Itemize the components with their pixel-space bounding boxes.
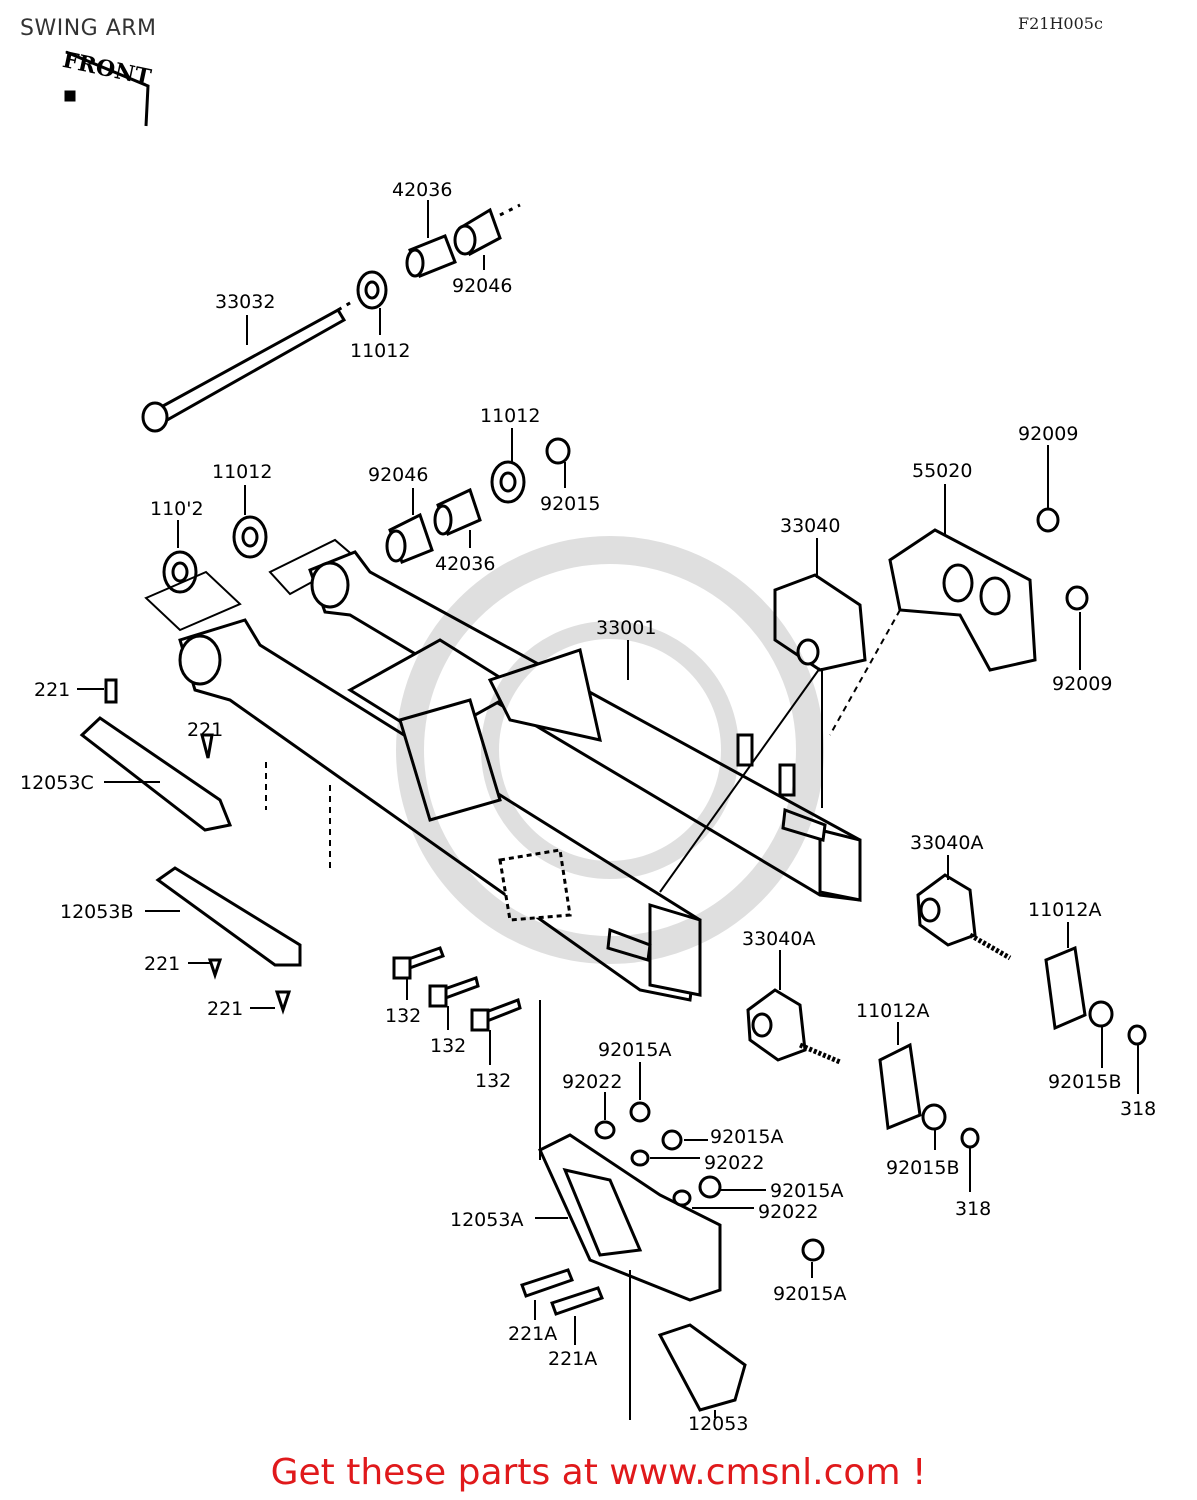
part-label: 92015B — [886, 1157, 959, 1179]
part-label: 92022 — [704, 1152, 764, 1174]
part-label: 221 — [34, 679, 70, 701]
part-label: 221A — [508, 1323, 557, 1345]
part-label: 92015 — [540, 493, 600, 515]
part-label: 221 — [144, 953, 180, 975]
part-label: 92015A — [598, 1039, 671, 1061]
part-label: 33040 — [780, 515, 840, 537]
part-label: 318 — [955, 1198, 991, 1220]
swing-arm-body — [178, 550, 862, 1002]
part-labels: 42036 92046 33032 11012 11012 92015 9204… — [20, 179, 1156, 1435]
chain-adjuster-rear — [746, 873, 1147, 1149]
part-label: 132 — [430, 1035, 466, 1057]
part-label: 92015A — [770, 1180, 843, 1202]
chain-guide-assembly — [520, 1101, 825, 1412]
figure-code: F21H005c — [1018, 14, 1103, 33]
part-label: 11012 — [212, 461, 272, 483]
part-label: 11012A — [856, 1000, 929, 1022]
part-label: 92015A — [773, 1283, 846, 1305]
part-label: 33040A — [910, 832, 983, 854]
part-label: 221 — [207, 998, 243, 1020]
lower-bushings — [144, 437, 571, 632]
part-label: 132 — [475, 1070, 511, 1092]
part-label: 92022 — [562, 1071, 622, 1093]
part-label: 42036 — [392, 179, 452, 201]
part-label: 12053 — [688, 1413, 748, 1435]
part-label: 55020 — [912, 460, 972, 482]
part-label: 33032 — [215, 291, 275, 313]
part-label: 92022 — [758, 1201, 818, 1223]
chain-slides-left — [79, 678, 302, 1015]
part-label: 33001 — [596, 617, 656, 639]
part-label: 318 — [1120, 1098, 1156, 1120]
part-label: 92046 — [452, 275, 512, 297]
leader-lines — [77, 200, 1139, 1420]
part-label: 42036 — [435, 553, 495, 575]
upper-bushings — [356, 203, 521, 310]
part-label: 92015B — [1048, 1071, 1121, 1093]
part-label: 92009 — [1052, 673, 1112, 695]
part-label: 132 — [385, 1005, 421, 1027]
part-label: 12053B — [60, 901, 133, 923]
pivot-shaft — [141, 298, 356, 433]
part-label: 92009 — [1018, 423, 1078, 445]
part-label: 92046 — [368, 464, 428, 486]
part-label: 12053A — [450, 1209, 523, 1231]
part-label: 11012A — [1028, 899, 1101, 921]
part-label: 11012 — [350, 340, 410, 362]
part-label: 221A — [548, 1348, 597, 1370]
front-arrow-icon — [64, 50, 150, 127]
footer-promo-text: Get these parts at www.cmsnl.com ! — [270, 1452, 927, 1493]
part-label: 110'2 — [150, 498, 204, 520]
watermark-logo-icon — [396, 536, 824, 964]
part-label: 33040A — [742, 928, 815, 950]
bolts-132 — [392, 946, 522, 1032]
page-title: SWING ARM — [20, 16, 157, 41]
part-label: 92015A — [710, 1126, 783, 1148]
swing-arm-diagram: 42036 92046 33032 11012 11012 92015 9204… — [20, 50, 1156, 1435]
part-label: 11012 — [480, 405, 540, 427]
part-label: 12053C — [20, 772, 94, 794]
part-label: 221 — [187, 719, 223, 741]
chain-adjuster-upper — [773, 507, 1089, 672]
